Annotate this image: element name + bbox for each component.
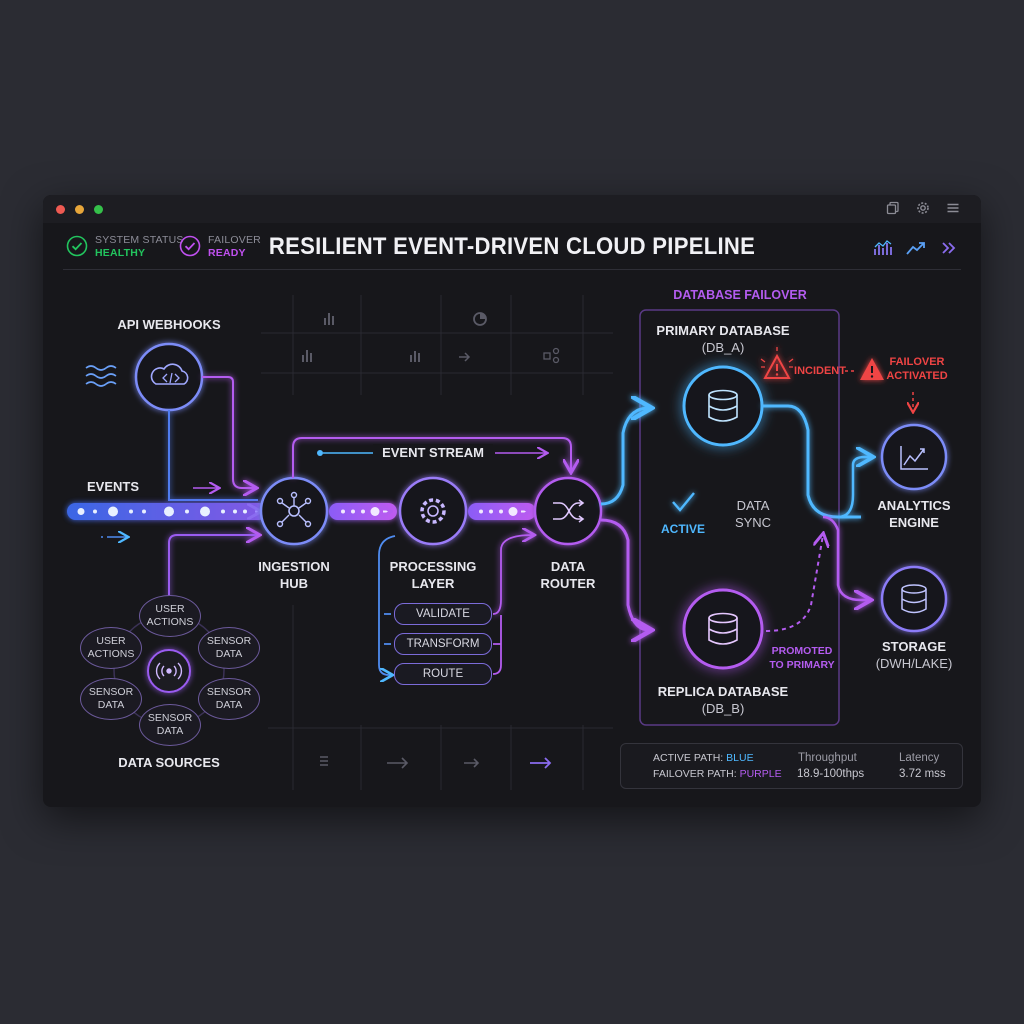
check-icon	[672, 492, 695, 512]
analytics-engine-node	[880, 423, 948, 491]
active-label: ACTIVE	[660, 522, 705, 536]
check-circle-icon	[179, 235, 201, 257]
gear-icon[interactable]	[916, 201, 930, 218]
faint-grid-icons	[302, 312, 560, 769]
event-dots	[77, 506, 247, 517]
system-status-label: SYSTEM STATUS	[95, 234, 184, 246]
incident-label: INCIDENT	[794, 365, 846, 377]
app-window: SYSTEM STATUS HEALTHY FAILOVER READY RES…	[43, 195, 981, 807]
chevrons-right-icon[interactable]	[940, 239, 958, 257]
latency-value: 3.72 mss	[899, 768, 946, 780]
events-label: EVENTS	[86, 479, 139, 494]
failover-status-value: READY	[208, 247, 246, 259]
maximize-dot[interactable]	[94, 205, 103, 214]
latency-label: Latency	[899, 752, 940, 764]
primary-database-label: PRIMARY DATABASE (DB_A)	[656, 323, 790, 355]
check-circle-icon	[66, 235, 88, 257]
processing-layer-node	[398, 476, 468, 546]
page-title: RESILIENT EVENT-DRIVEN CLOUD PIPELINE	[268, 233, 756, 260]
header-divider	[63, 269, 961, 270]
storage-label: STORAGE (DWH/LAKE)	[875, 639, 953, 671]
system-status-value: HEALTHY	[95, 247, 146, 259]
failover-group-title: DATABASE FAILOVER	[641, 287, 839, 304]
legend-active-path: ACTIVE PATH: BLUE	[653, 752, 754, 764]
trend-up-icon[interactable]	[905, 239, 927, 257]
throughput-value: 18.9-100thps	[797, 768, 865, 780]
menu-icon[interactable]	[946, 201, 960, 218]
background-grid	[261, 295, 613, 790]
warning-icon	[860, 358, 884, 380]
title-bar	[43, 195, 981, 223]
warning-icon	[760, 347, 794, 379]
event-stream-label: EVENT STREAM	[373, 444, 493, 461]
ingestion-hub-node	[259, 476, 329, 546]
copy-icon[interactable]	[886, 201, 900, 218]
api-webhooks-node	[134, 342, 204, 412]
route-step[interactable]: ROUTE	[394, 663, 492, 685]
legend-failover-path: FAILOVER PATH: PURPLE	[653, 768, 782, 780]
validate-step[interactable]: VALIDATE	[394, 603, 492, 625]
data-router-node	[533, 476, 603, 546]
close-dot[interactable]	[56, 205, 65, 214]
replica-database-label: REPLICA DATABASE (DB_B)	[657, 684, 789, 716]
wave-icon	[85, 365, 117, 387]
data-sources-label: DATA SOURCES	[118, 755, 220, 770]
storage-node	[880, 565, 948, 633]
throughput-label: Throughput	[798, 752, 857, 764]
legend-panel: ACTIVE PATH: BLUE FAILOVER PATH: PURPLE …	[620, 743, 963, 789]
bar-chart-icon[interactable]	[873, 239, 893, 257]
primary-database-node	[682, 365, 764, 447]
pipeline-diagram	[67, 295, 948, 790]
transform-step[interactable]: TRANSFORM	[394, 633, 492, 655]
signal-icon	[155, 662, 183, 680]
replica-database-node	[682, 588, 764, 670]
minimize-dot[interactable]	[75, 205, 84, 214]
api-webhooks-label: API WEBHOOKS	[117, 317, 221, 332]
failover-status-label: FAILOVER	[208, 234, 261, 246]
